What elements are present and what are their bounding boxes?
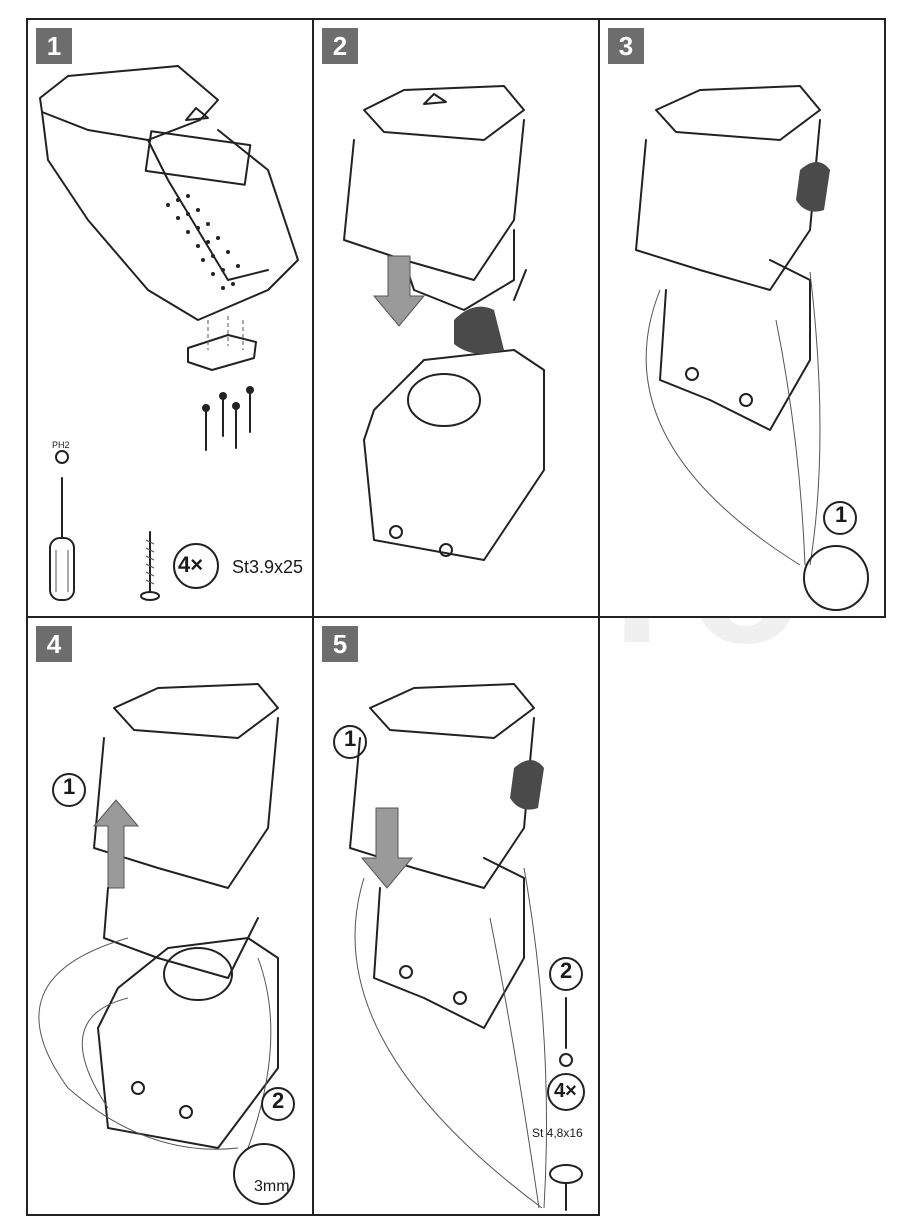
sub-step-number: 1	[835, 502, 848, 527]
up-arrow-icon	[92, 799, 140, 889]
step-5-panel: 5 1 2 4× St 4,8x16	[312, 616, 600, 1216]
sub-step-1-number: 1	[344, 726, 357, 751]
step-number-badge: 4	[36, 626, 72, 662]
sub-step-1-number: 1	[63, 774, 76, 799]
step-number-badge: 1	[36, 28, 72, 64]
step-number-badge: 5	[322, 626, 358, 662]
screwdriver-type-label: PH2	[52, 440, 70, 450]
drill-zoom-icon	[803, 545, 869, 611]
step-number-badge: 3	[608, 28, 644, 64]
step-2-panel: 2	[312, 18, 600, 618]
sub-step-2-number: 2	[560, 958, 573, 983]
screw-count-label: 4×	[178, 552, 204, 577]
down-arrow-icon	[360, 807, 414, 889]
drill-bit-icon	[233, 1143, 295, 1205]
drill-size-label: 3mm	[254, 1178, 290, 1195]
step-3-panel: 3 1	[598, 18, 886, 618]
step-number-badge: 2	[322, 28, 358, 64]
screw-icon	[549, 1164, 583, 1184]
armrest-mounted-drawing	[635, 85, 869, 611]
sub-step-2-number: 2	[272, 1088, 285, 1113]
step-1-panel: 1 PH2 4× St3.9x2	[26, 18, 314, 618]
screw-spec-label: St 4,8x16	[532, 1126, 583, 1140]
screw-spec-label: St3.9x25	[232, 557, 304, 577]
armrest-assembled-drawing	[39, 65, 299, 601]
phillips-head-icon	[55, 450, 69, 464]
armrest-lifted-drawing	[38, 683, 295, 1205]
armrest-lowered-onto-base-drawing	[343, 85, 545, 561]
phillips-head-icon	[559, 1053, 573, 1067]
armrest-fixed-drawing	[333, 683, 585, 1211]
screw-count-label: 4×	[554, 1080, 577, 1102]
step-4-panel: 4 1 2 3mm	[26, 616, 314, 1216]
down-arrow-icon	[372, 255, 426, 327]
